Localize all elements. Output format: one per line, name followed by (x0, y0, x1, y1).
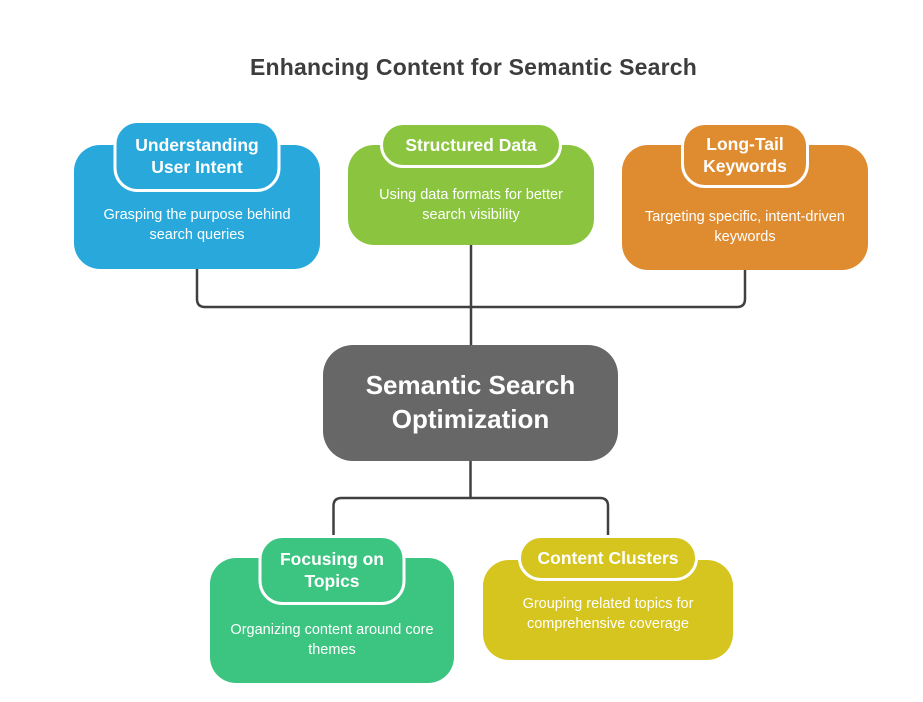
node-title: Structured Data (405, 134, 537, 155)
node-structured-data: Structured Data Using data formats for b… (348, 122, 594, 245)
node-understanding-user-intent: Understanding User Intent Grasping the p… (74, 120, 320, 269)
node-title: Focusing on Topics (279, 548, 385, 591)
node-semantic-search-optimization: Semantic Search Optimization (323, 345, 618, 461)
node-header-structured-data: Structured Data (380, 122, 562, 168)
connector-top-left (195, 269, 471, 309)
node-title: Long-Tail Keywords (703, 133, 787, 176)
node-long-tail-keywords: Long-Tail Keywords Targeting specific, i… (622, 122, 868, 270)
node-header-understanding-user-intent: Understanding User Intent (113, 120, 281, 192)
connector-top-right (471, 270, 747, 309)
node-focusing-on-topics: Focusing on Topics Organizing content ar… (210, 535, 454, 683)
node-title: Content Clusters (537, 547, 679, 568)
node-header-content-clusters: Content Clusters (518, 535, 698, 581)
node-description: Organizing content around core themes (230, 621, 434, 658)
node-description: Using data formats for better search vis… (379, 187, 563, 223)
node-content-clusters: Content Clusters Grouping related topics… (483, 535, 733, 660)
connector-bottom-left (332, 496, 471, 536)
node-header-long-tail-keywords: Long-Tail Keywords (681, 122, 809, 188)
node-title: Understanding User Intent (135, 134, 259, 177)
center-node-label: Semantic Search Optimization (365, 370, 576, 434)
connector-bottom-right (470, 496, 610, 536)
node-description: Grasping the purpose behind search queri… (103, 207, 291, 243)
diagram-title: Enhancing Content for Semantic Search (249, 54, 698, 80)
node-description: Targeting specific, intent-driven keywor… (645, 208, 845, 245)
node-header-focusing-on-topics: Focusing on Topics (258, 535, 406, 605)
node-description: Grouping related topics for comprehensiv… (522, 596, 694, 632)
